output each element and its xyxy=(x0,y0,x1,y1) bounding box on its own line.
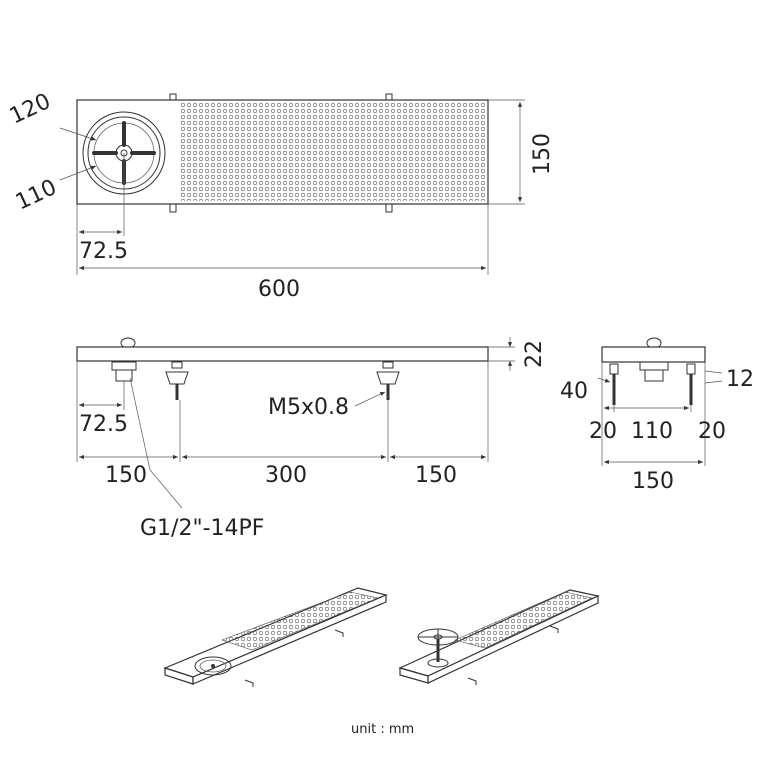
bolt-length-label: 40 xyxy=(560,379,588,404)
segment-right-label: 150 xyxy=(415,463,457,488)
side-view: 22 M5x0.8 72.5 150 300 150 G1/2"-14PF xyxy=(76,337,547,541)
fitting-thread-label: G1/2"-14PF xyxy=(140,516,264,541)
isometric-view-right xyxy=(398,589,600,685)
inner-diameter-label: 110 xyxy=(12,175,61,215)
tray-height-label: 12 xyxy=(726,367,754,392)
isometric-view-left xyxy=(163,587,388,687)
end-view: 40 12 20 110 20 150 xyxy=(560,337,754,494)
length-label: 600 xyxy=(258,277,300,302)
perforated-grid xyxy=(181,103,485,201)
bolt xyxy=(165,361,189,400)
bolt-thread-label: M5x0.8 xyxy=(268,395,349,420)
unit-label: unit : mm xyxy=(351,722,414,737)
segment-left-label: 150 xyxy=(105,463,147,488)
mount-tab xyxy=(385,203,393,213)
center-label: 110 xyxy=(631,419,673,444)
end-width-label: 150 xyxy=(632,469,674,494)
tray-side xyxy=(76,346,489,362)
side-rinser-offset-label: 72.5 xyxy=(79,412,128,437)
outer-diameter-label: 120 xyxy=(6,89,55,129)
tray-end xyxy=(601,346,706,363)
top-view: 120 110 150 72.5 600 xyxy=(6,89,555,302)
height-label: 22 xyxy=(522,340,547,368)
width-label: 150 xyxy=(530,133,555,175)
margin-right-label: 20 xyxy=(698,419,726,444)
segment-middle-label: 300 xyxy=(265,463,307,488)
rinser-offset-label: 72.5 xyxy=(79,239,128,264)
margin-left-label: 20 xyxy=(589,419,617,444)
bolt xyxy=(376,361,400,400)
drain-fitting xyxy=(115,369,133,382)
mount-tab xyxy=(169,203,177,213)
